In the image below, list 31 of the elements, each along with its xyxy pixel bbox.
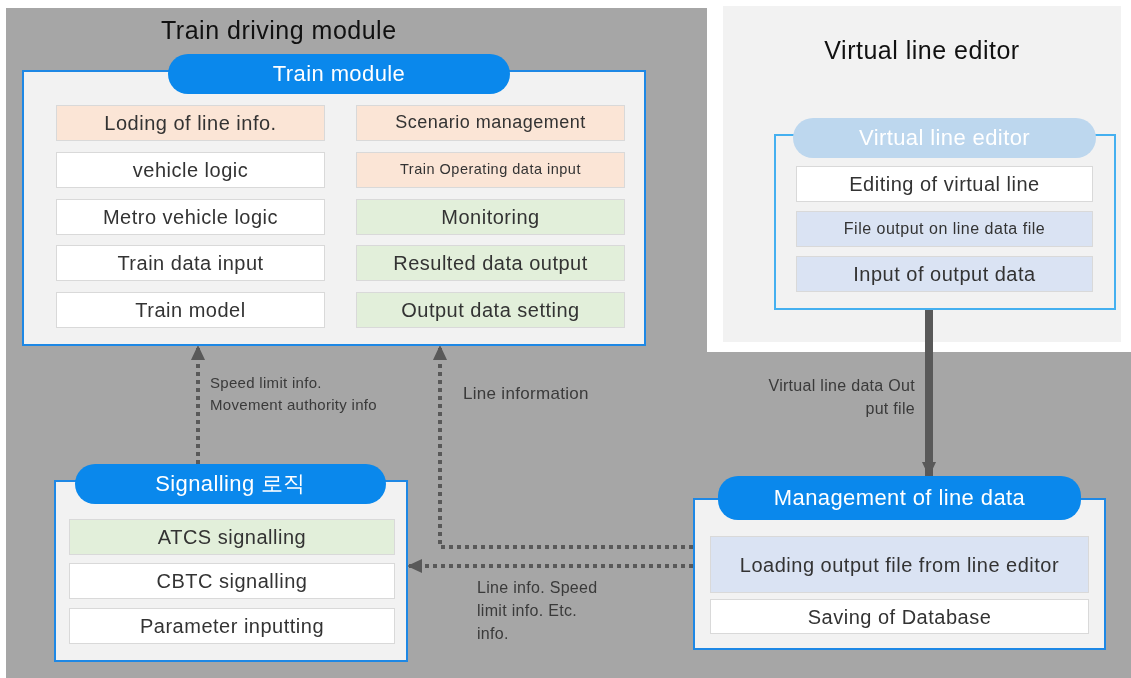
function-box: Input of output data — [796, 256, 1093, 292]
function-box: Saving of Database — [710, 599, 1089, 634]
region-title: Train driving module — [161, 16, 397, 45]
region-title: Virtual line editor — [823, 36, 1021, 65]
module-header: Train module — [168, 54, 510, 94]
function-box: CBTC signalling — [69, 563, 395, 599]
edge-label: Virtual line data Out put file — [767, 376, 915, 420]
module-header: Signalling 로직 — [75, 464, 386, 504]
function-box: Parameter inputting — [69, 608, 395, 644]
function-box: Output data setting — [356, 292, 625, 328]
function-box: Loading output file from line editor — [710, 536, 1089, 593]
module-header: Virtual line editor — [793, 118, 1096, 158]
function-box: ATCS signalling — [69, 519, 395, 555]
function-box: Monitoring — [356, 199, 625, 235]
edge-label: Line information — [463, 383, 590, 405]
dotted-arrow — [407, 559, 693, 573]
function-box: Loding of line info. — [56, 105, 325, 141]
dotted-arrow — [433, 345, 693, 549]
edge-label: Line info. Speed limit info. Etc. info. — [477, 578, 599, 645]
function-box: Train Operating data input — [356, 152, 625, 188]
edge-label: Speed limit info. Movement authority info — [210, 373, 378, 415]
function-box: Train model — [56, 292, 325, 328]
module-header: Management of line data — [718, 476, 1081, 520]
function-box: Scenario management — [356, 105, 625, 141]
function-box: Metro vehicle logic — [56, 199, 325, 235]
function-box: vehicle logic — [56, 152, 325, 188]
dotted-arrow — [191, 345, 205, 464]
function-box: Resulted data output — [356, 245, 625, 281]
function-box: Train data input — [56, 245, 325, 281]
function-box: File output on line data file — [796, 211, 1093, 247]
function-box: Editing of virtual line — [796, 166, 1093, 202]
